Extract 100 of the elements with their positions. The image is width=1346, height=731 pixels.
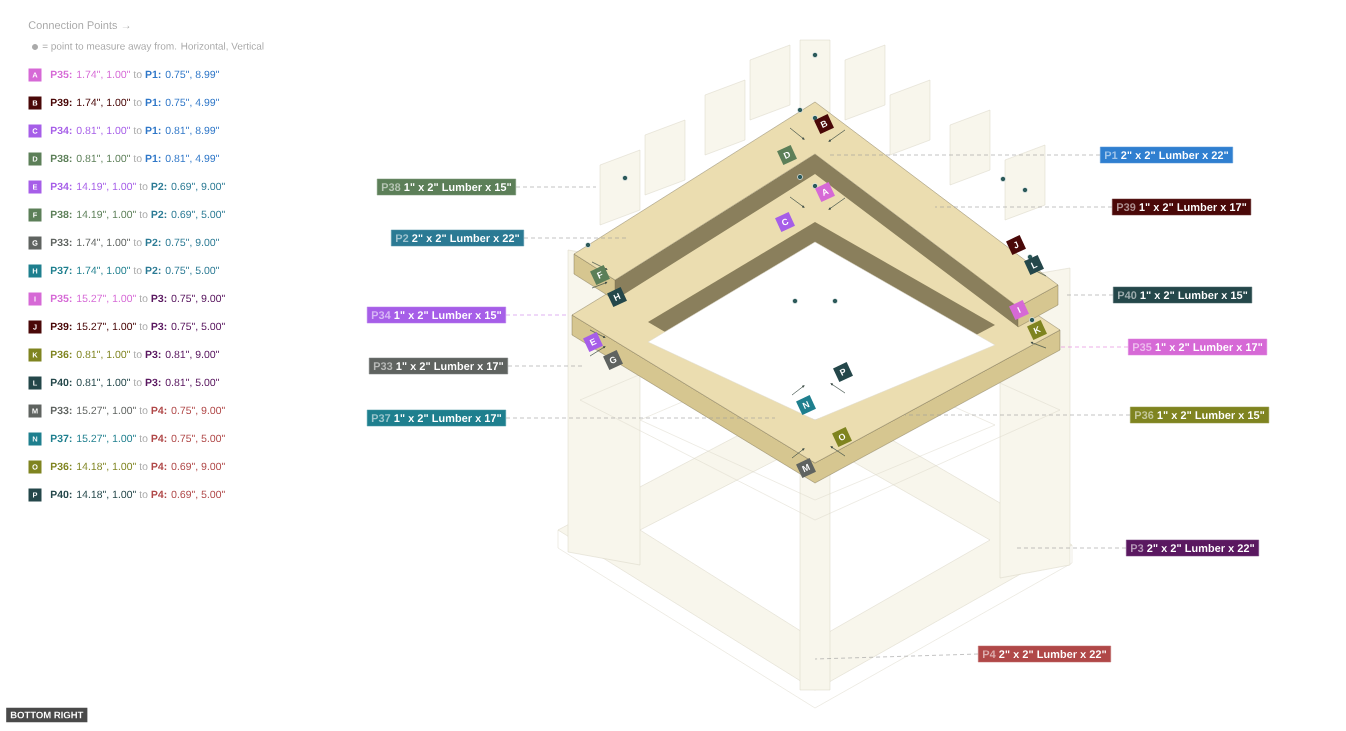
label: P2: — [145, 266, 161, 274]
label: 15.27", 1.00" — [77, 434, 136, 444]
point-badge: O — [832, 427, 852, 447]
label: P1: — [145, 70, 161, 78]
connection-row: P35: 15.27", 1.00" to P3: 0.75", 9.00" — [50, 294, 225, 304]
part-label: P37 1" x 2" Lumber x 17" — [366, 409, 506, 427]
connection-row: P33: 15.27", 1.00" to P4: 0.75", 9.00" — [50, 406, 225, 416]
point-badge: M — [796, 458, 816, 478]
label: to — [139, 407, 148, 415]
label: P37: — [50, 434, 72, 443]
label: 0.75", 5.00" — [171, 434, 225, 444]
label: to — [133, 351, 142, 359]
connection-row: P36: 0.81", 1.00" to P3: 0.81", 9.00" — [50, 350, 219, 360]
label: 0.75", 8.99" — [165, 70, 219, 80]
label: to — [133, 267, 142, 275]
label: to — [139, 295, 148, 303]
point-badge: G — [603, 350, 623, 370]
point-badge: D — [777, 145, 797, 165]
label: P2: — [151, 182, 167, 190]
label: 1.74", 1.00" — [77, 266, 130, 276]
label: to — [139, 491, 148, 499]
label: P2: — [151, 210, 167, 218]
label: P1: — [145, 154, 161, 162]
view-button: BOTTOM RIGHT — [6, 707, 88, 723]
point-badge: J — [1006, 235, 1026, 255]
connection-row: P39: 1.74", 1.00" to P1: 0.75", 4.99" — [50, 98, 219, 108]
label: P40: — [50, 378, 72, 387]
label: P4: — [151, 490, 167, 498]
label: to — [133, 99, 142, 107]
label: 14.18", 1.00" — [77, 462, 136, 472]
label: P35: — [50, 70, 72, 79]
label: P3: — [145, 350, 161, 359]
label: 0.69", 9.00" — [171, 462, 225, 472]
leader-line — [1059, 346, 1129, 348]
label: to — [133, 379, 142, 387]
label: P39: — [50, 98, 72, 107]
label: P2: — [145, 238, 161, 246]
part-label: P1 2" x 2" Lumber x 22" — [1100, 146, 1233, 164]
label: 0.75", 4.99" — [165, 98, 219, 108]
label: to — [133, 155, 142, 163]
connection-row: P39: 15.27", 1.00" to P3: 0.75", 5.00" — [50, 322, 225, 332]
part-label: P33 1" x 2" Lumber x 17" — [368, 357, 508, 375]
label: 14.19", 1.00" — [77, 182, 136, 192]
label: 1.74", 1.00" — [77, 98, 130, 108]
label: P4: — [151, 434, 167, 442]
label: P35: — [50, 294, 72, 303]
label: P34: — [50, 126, 72, 135]
label: 0.81", 9.00" — [165, 350, 219, 360]
connection-row: P40: 0.81", 1.00" to P3: 0.81", 5.00" — [50, 378, 219, 388]
label: 1.74", 1.00" — [77, 238, 130, 248]
point-badge: K — [1027, 320, 1047, 340]
label: P1: — [145, 126, 161, 134]
part-label: P38 1" x 2" Lumber x 15" — [376, 178, 516, 196]
label: 0.69", 5.00" — [171, 210, 225, 220]
leader-line — [814, 653, 979, 660]
legend-heading: Connection Points → — [28, 20, 130, 30]
part-label: P36 1" x 2" Lumber x 15" — [1130, 406, 1270, 424]
point-badge: H — [607, 287, 627, 307]
label: P3: — [151, 294, 167, 303]
label: to — [133, 127, 142, 135]
leader-line — [505, 314, 567, 316]
label: 14.18", 1.00" — [77, 490, 136, 500]
part-label: P39 1" x 2" Lumber x 17" — [1112, 198, 1252, 216]
label: 15.27", 1.00" — [77, 322, 136, 332]
label: to — [139, 463, 148, 471]
label: 15.27", 1.00" — [77, 406, 136, 416]
label: P38: — [50, 210, 72, 219]
point-badge: P — [833, 362, 853, 382]
label: 0.75", 5.00" — [165, 266, 219, 276]
part-label: P2 2" x 2" Lumber x 22" — [391, 229, 524, 247]
legend-note: = point to measure away from. Horizontal, Vertical — [42, 42, 264, 52]
label: P40: — [50, 490, 72, 499]
label: 0.69", 5.00" — [171, 490, 225, 500]
connection-row: P33: 1.74", 1.00" to P2: 0.75", 9.00" — [50, 238, 219, 248]
label: P37: — [50, 266, 72, 275]
label: 0.75", 9.00" — [165, 238, 219, 248]
part-label: P4 2" x 2" Lumber x 22" — [978, 645, 1111, 663]
point-badge: N — [796, 395, 816, 415]
label: P33: — [50, 406, 72, 415]
label: P3: — [145, 378, 161, 387]
label: P36: — [50, 350, 72, 359]
connection-row: P36: 14.18", 1.00" to P4: 0.69", 9.00" — [50, 462, 225, 472]
connection-row: P34: 14.19", 1.00" to P2: 0.69", 9.00" — [50, 182, 225, 192]
label: to — [139, 323, 148, 331]
label: P4: — [151, 462, 167, 470]
point-badge: C — [775, 212, 795, 232]
part-label: P40 1" x 2" Lumber x 15" — [1113, 286, 1253, 304]
label: 0.75", 9.00" — [171, 294, 225, 304]
label: 0.75", 9.00" — [171, 406, 225, 416]
connection-row: P37: 15.27", 1.00" to P4: 0.75", 5.00" — [50, 434, 225, 444]
label: 0.81", 1.00" — [76, 154, 130, 164]
label: P33: — [50, 238, 72, 247]
label: 15.27", 1.00" — [77, 294, 136, 304]
label: 0.69", 9.00" — [171, 182, 225, 192]
point-badge: F — [590, 265, 610, 285]
label: P36: — [50, 462, 72, 471]
connection-row: P40: 14.18", 1.00" to P4: 0.69", 5.00" — [50, 490, 225, 500]
connection-row: P37: 1.74", 1.00" to P2: 0.75", 5.00" — [50, 266, 219, 276]
part-label: P34 1" x 2" Lumber x 15" — [366, 306, 506, 324]
label: P39: — [50, 322, 72, 331]
